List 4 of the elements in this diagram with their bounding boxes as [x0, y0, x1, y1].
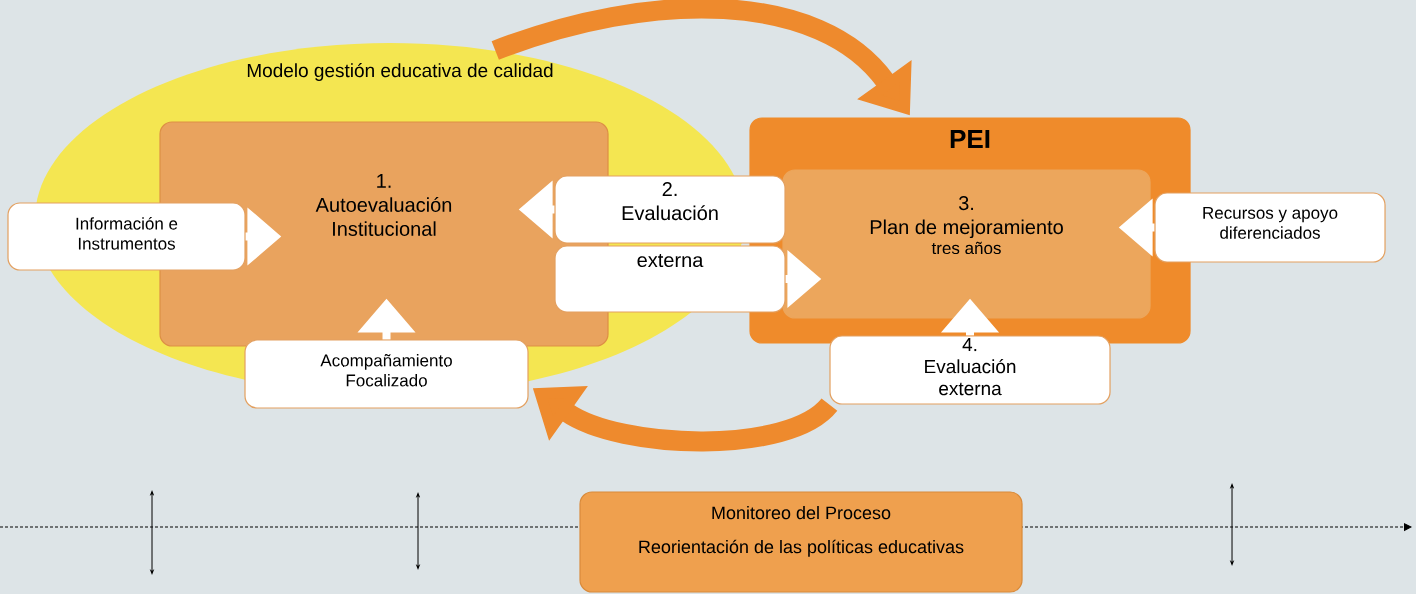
callout-box: Acompañamiento Focalizado [244, 339, 529, 409]
callout-box: 4. Evaluación externa [829, 335, 1111, 405]
process-box: 3. Plan de mejoramiento tres años [782, 169, 1151, 319]
process-box: Monitoreo del Proceso Reorientación de las políticas educativas [579, 491, 1023, 593]
